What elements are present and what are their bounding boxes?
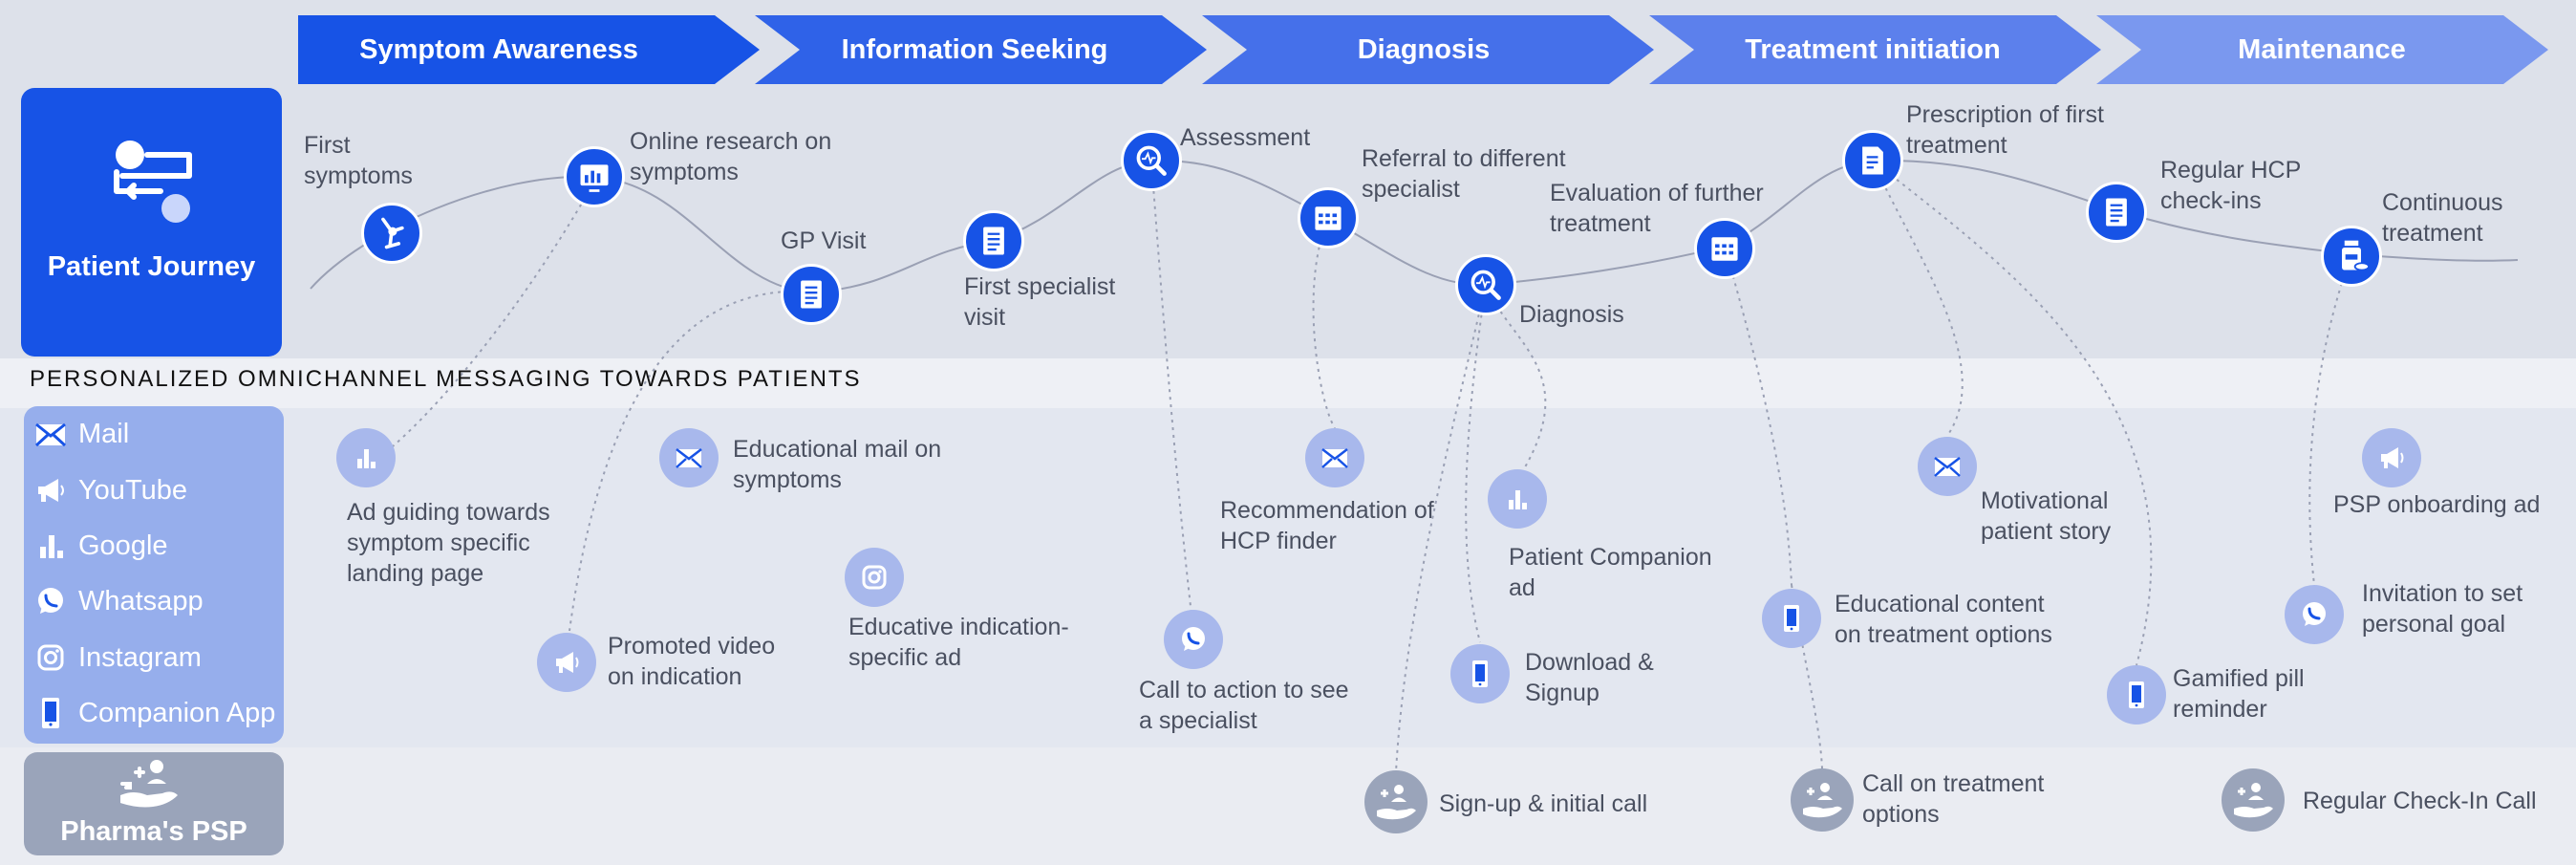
pill-bottle-icon xyxy=(2321,226,2382,287)
link-assessment-to-call xyxy=(1150,160,1194,632)
phone-icon xyxy=(2107,665,2166,724)
stage-chevron-diagnosis xyxy=(1202,15,1654,84)
msg-promoted-video: Promoted video on indication xyxy=(608,633,776,690)
msg-psp-onboarding: PSP onboarding ad xyxy=(2333,491,2541,518)
psp-checkin: Regular Check-In Call xyxy=(2303,788,2537,814)
msg-invitation: Invitation to set personal goal xyxy=(2362,580,2523,638)
msg-call-to-action: Call to action to see a specialist xyxy=(1139,677,1349,734)
touchpoint-regular-checkins: Regular HCP check-ins xyxy=(2160,157,2301,214)
msg-motivational: Motivational patient story xyxy=(1981,487,2112,545)
calendar-icon xyxy=(1298,187,1359,249)
msg-educative-ad: Educative indication-specific ad xyxy=(848,614,1069,671)
link-prescription-to-gamified xyxy=(1872,160,2153,666)
whatsapp-icon xyxy=(2285,585,2344,644)
mail-icon xyxy=(32,416,69,452)
msg-recommendation: Recommendation of HCP finder xyxy=(1220,497,1434,554)
channel-companion-app: Companion App xyxy=(32,692,275,734)
psp-signup-call: Sign-up & initial call xyxy=(1439,790,1648,817)
patient-journey-title: Patient Journey xyxy=(47,251,256,282)
link-content-to-call xyxy=(1791,584,1823,769)
channel-panel xyxy=(24,406,284,744)
prescription-icon xyxy=(1842,130,1903,191)
touchpoint-diagnosis: Diagnosis xyxy=(1519,301,1624,328)
whatsapp-icon xyxy=(1164,610,1223,669)
messaging-heading: PERSONALIZED OMNICHANNEL MESSAGING TOWAR… xyxy=(30,366,862,392)
stage-chevron-maintenance xyxy=(2096,15,2548,84)
msg-ad-guiding: Ad guiding towards symptom specific land… xyxy=(347,499,550,587)
stage-chevrons xyxy=(298,15,2548,84)
link-prescription-to-story xyxy=(1872,160,1964,437)
magnifier-pulse-icon xyxy=(1455,254,1516,315)
touchpoint-prescription: Prescription of first treatment xyxy=(1906,101,2105,159)
psp-title: Pharma's PSP xyxy=(60,816,247,847)
patient-journey-panel xyxy=(21,88,282,357)
journey-band xyxy=(0,91,2576,358)
mail-icon xyxy=(659,428,719,487)
mail-icon xyxy=(1918,437,1977,496)
stage-chevron-treatment-initiation xyxy=(1649,15,2101,84)
stage-label-information-seeking: Information Seeking xyxy=(841,34,1108,65)
touchpoint-first-specialist: First specialist visit xyxy=(964,273,1116,331)
mail-icon xyxy=(1305,428,1364,487)
channel-mail: Mail xyxy=(32,413,129,455)
touchpoint-continuous: Continuous treatment xyxy=(2382,189,2503,247)
touchpoint-gp-visit: GP Visit xyxy=(781,227,867,254)
bar-chart-icon xyxy=(1488,469,1547,529)
link-diagnosis-to-signup xyxy=(1395,284,1487,773)
link-referral-to-recommendation xyxy=(1312,217,1336,429)
knee-icon xyxy=(361,203,422,264)
care-hand-icon xyxy=(2222,768,2285,832)
magnifier-pulse-icon xyxy=(1121,130,1182,191)
stage-label-diagnosis: Diagnosis xyxy=(1357,34,1491,65)
stage-chevron-symptom-awareness xyxy=(298,15,760,84)
megaphone-icon xyxy=(537,633,596,692)
heading-band xyxy=(0,358,2576,408)
channel-youtube: YouTube xyxy=(32,469,187,511)
phone-icon xyxy=(1450,644,1510,703)
link-diagnosis-to-download xyxy=(1465,284,1487,643)
psp-band xyxy=(0,747,2576,865)
msg-download-signup: Download & Signup xyxy=(1525,649,1654,706)
touchpoint-assessment: Assessment xyxy=(1180,124,1311,151)
instagram-icon xyxy=(32,639,69,676)
care-hand-icon xyxy=(1791,768,1854,832)
stage-label-treatment-initiation: Treatment initiation xyxy=(1745,34,2001,65)
msg-educational-content: Educational content on treatment options xyxy=(1835,591,2052,648)
psp-call-treatment: Call on treatment options xyxy=(1862,770,2045,828)
link-continuous-to-invitation xyxy=(2308,253,2352,586)
channel-google: Google xyxy=(32,525,168,567)
clipboard-icon xyxy=(781,264,842,325)
calendar-icon xyxy=(1694,218,1755,279)
stage-chevron-information-seeking xyxy=(755,15,1207,84)
msg-companion-ad: Patient Companion ad xyxy=(1509,544,1712,601)
instagram-icon xyxy=(845,548,904,607)
whatsapp-icon xyxy=(32,583,69,619)
stage-label-symptom-awareness: Symptom Awareness xyxy=(359,34,638,65)
bar-chart-icon xyxy=(32,528,69,564)
research-icon xyxy=(564,146,625,207)
link-research-to-ad xyxy=(379,181,595,458)
touchpoint-referral: Referral to different specialist xyxy=(1362,145,1566,203)
msg-gamified: Gamified pill reminder xyxy=(2173,665,2305,723)
bar-chart-icon xyxy=(336,428,396,487)
touchpoint-first-symptoms: First symptoms xyxy=(304,132,413,189)
channel-instagram: Instagram xyxy=(32,637,202,679)
clipboard-icon xyxy=(963,210,1024,271)
care-hand-icon xyxy=(1364,770,1428,833)
stage-label-maintenance: Maintenance xyxy=(2238,34,2406,65)
care-hand-icon xyxy=(120,760,178,808)
link-evaluation-to-content xyxy=(1724,246,1792,586)
flow-icon xyxy=(114,141,192,223)
phone-icon xyxy=(1762,589,1821,648)
touchpoint-online-research: Online research on symptoms xyxy=(630,128,832,185)
channel-whatsapp: Whatsapp xyxy=(32,580,204,622)
touchpoint-evaluation: Evaluation of further treatment xyxy=(1550,180,1764,237)
megaphone-icon xyxy=(2362,428,2421,487)
clipboard-icon xyxy=(2086,182,2147,243)
msg-educational-mail: Educational mail on symptoms xyxy=(733,436,942,493)
phone-icon xyxy=(32,695,69,731)
megaphone-icon xyxy=(32,472,69,508)
